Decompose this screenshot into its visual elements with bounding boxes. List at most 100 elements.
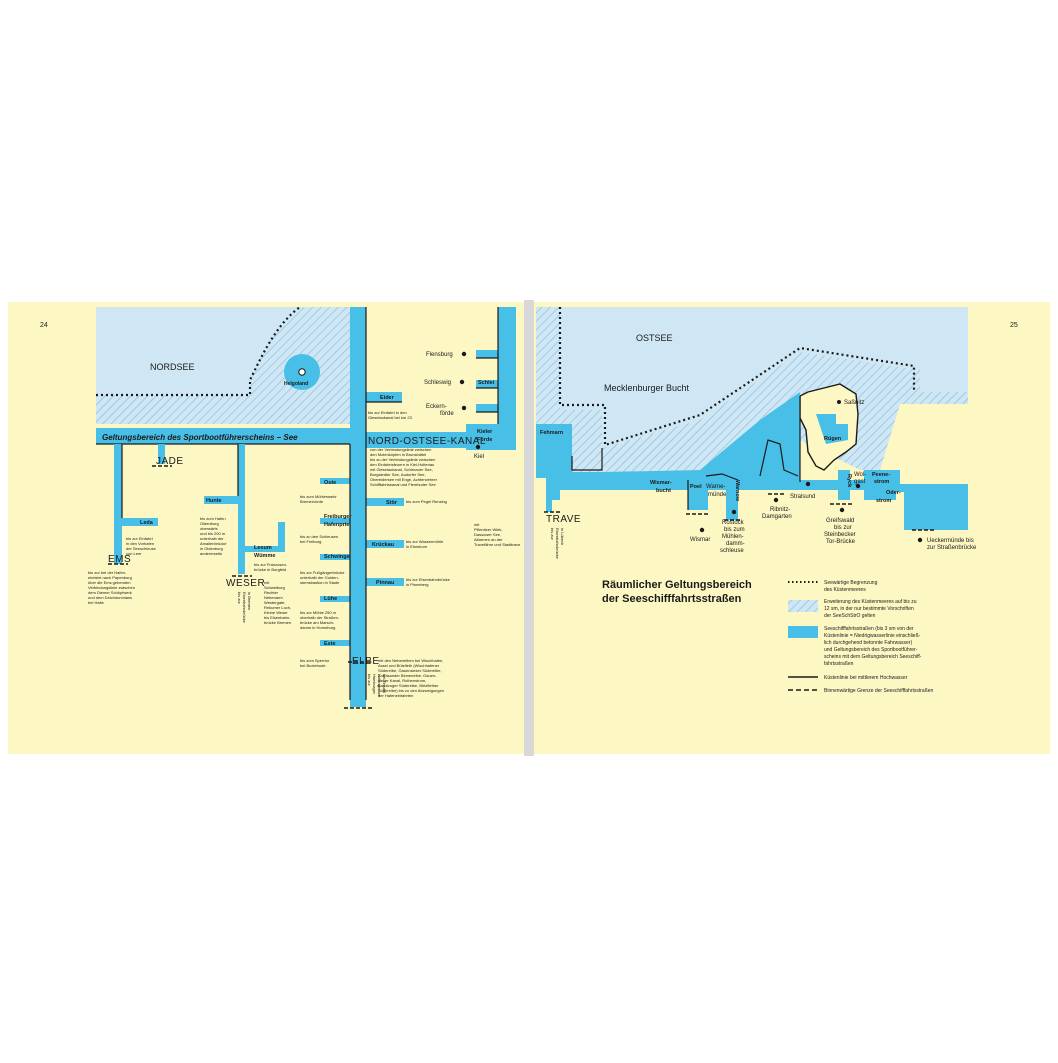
svg-text:den Einfahrtsfeuern in Kiel-Ho: den Einfahrtsfeuern in Kiel-Holtenau: [370, 462, 434, 467]
svg-text:bis zur Einfahrt: bis zur Einfahrt: [126, 536, 154, 541]
svg-text:scheins mit dem Geltungsbereic: scheins mit dem Geltungsbereich Seeschif…: [824, 654, 922, 660]
svg-text:den Molenköpfen in Brunsbüttel: den Molenköpfen in Brunsbüttel: [370, 452, 426, 457]
svg-text:Verbindungslinie zwischen: Verbindungslinie zwischen: [88, 585, 135, 590]
place-warnemuende-1: Warne-: [706, 484, 725, 490]
svg-text:Süderelbe) bis zu den Abzweigu: Süderelbe) bis zu den Abzweigungen: [378, 688, 444, 693]
svg-text:bis zur Franzosen-: bis zur Franzosen-: [254, 562, 288, 567]
right-waterways: [536, 392, 968, 530]
note-schwinge: bis zur Fußgängerbrücke unterhalb der Gu…: [300, 570, 345, 585]
banner-band: [96, 428, 366, 445]
place-kiel: Kiel: [474, 454, 484, 460]
left-waterways: [114, 307, 516, 707]
place-schleswig-dot: [459, 379, 465, 385]
svg-text:bei Buxtehude: bei Buxtehude: [300, 663, 326, 668]
note-oste: bis zum Mühlenwehr Bremervörde: [300, 494, 337, 504]
label-lesum-1: Lesum: [254, 545, 272, 551]
legend-item-territorial-limit: Seewärtige Begrenzung des Küstenmeeres: [788, 580, 878, 593]
river-nok: NORD-OSTSEE-KANAL: [368, 436, 486, 447]
page-number-left: 24: [40, 322, 48, 329]
svg-text:Bremervörde: Bremervörde: [300, 499, 324, 504]
svg-text:mit den Nebenelben bei Wischha: mit den Nebenelben bei Wischhafen,: [378, 658, 443, 663]
note-pinnau: bis zur Eisenbahnbrücke in Pinneberg: [406, 577, 451, 587]
svg-text:bei Tinsdal: bei Tinsdal: [382, 674, 387, 693]
svg-text:Borgstedter See, Audorfer See,: Borgstedter See, Audorfer See,: [370, 472, 426, 477]
svg-text:Schweiburg: Schweiburg: [264, 585, 285, 590]
note-freiburger: bis zu den Schleusen bei Freiburg: [300, 534, 338, 544]
svg-text:Dassower See,: Dassower See,: [474, 532, 501, 537]
svg-text:brücke am Marsch-: brücke am Marsch-: [300, 620, 335, 625]
svg-text:bis zu den Schleusen: bis zu den Schleusen: [300, 534, 338, 539]
label-stoer: Stör: [386, 500, 398, 506]
note-ems: bis zur bei der Hafen- einfahrt nach Pap…: [88, 570, 135, 605]
note-stoer: bis zum Pegel Rensing: [406, 499, 447, 504]
svg-text:oberhalb der Straßen-: oberhalb der Straßen-: [300, 615, 340, 620]
label-peenestrom-1: Peene-: [872, 472, 890, 478]
svg-text:in Lübeck: in Lübeck: [560, 528, 565, 545]
place-rostock: Rostock bis zum Mühlen- damm- schleuse: [720, 509, 745, 554]
left-inland-limits: [108, 465, 372, 709]
svg-text:Rekumer Loch,: Rekumer Loch,: [264, 605, 291, 610]
svg-text:und bis 200 m: und bis 200 m: [200, 531, 226, 536]
svg-text:in den Vorhafen: in den Vorhafen: [126, 541, 154, 546]
label-freiburger-2: Hafenpriel: [324, 522, 351, 528]
place-greifswald: Greifswald bis zur Steinbecker Tor-Brück…: [824, 507, 856, 545]
note-eider: bis zur Einfahrt in den Gieselaukanal be…: [368, 410, 413, 420]
svg-text:Greifswald: Greifswald: [826, 518, 854, 524]
note-elbe-side: mit den Nebenelben bei Wischhafen, Assel…: [378, 658, 444, 698]
north-sea-label: NORDSEE: [150, 362, 195, 372]
svg-text:sieker Kanal, Ruthenstrom,: sieker Kanal, Ruthenstrom,: [378, 678, 426, 683]
svg-text:Ryck: Ryck: [846, 474, 852, 488]
legend-item-waterway: Seeschifffahrtsstraßen (bis 3 sm von der…: [788, 626, 922, 667]
svg-text:des Küstenmeeres: des Küstenmeeres: [824, 587, 866, 593]
svg-text:der SeeSchStrO gelten: der SeeSchStrO gelten: [824, 613, 876, 619]
note-weser-side: mit Schweiburg Rechter Nebenarm Westerga…: [264, 580, 291, 625]
note-nok: von der Verbindungslinie zwischen den Mo…: [370, 447, 438, 487]
svg-text:Assel und Bützfleth (Wischhafe: Assel und Bützfleth (Wischhafener: [378, 663, 440, 668]
svg-text:Hafengrenze: Hafengrenze: [377, 674, 382, 698]
right-inland-limits: [544, 493, 936, 531]
label-kieler-2: Förde: [477, 437, 492, 443]
svg-text:Krautsander Binnenelbe, Gauen-: Krautsander Binnenelbe, Gauen-: [378, 673, 437, 678]
svg-text:in Pinneberg: in Pinneberg: [406, 582, 428, 587]
north-sea: [96, 306, 354, 424]
note-hunte: bis zum Hafen Oldenburg oberwärts und bi…: [200, 516, 227, 556]
river-weser: WESER: [226, 578, 265, 589]
svg-text:Küstenlinie bei mittlerem Hoch: Küstenlinie bei mittlerem Hochwasser: [824, 675, 908, 681]
place-eckernfoerde-1: Eckern-: [426, 404, 447, 410]
svg-text:lich durchgehend betonnte Fahr: lich durchgehend betonnte Fahrwasser): [824, 640, 912, 646]
sassnitz-dot: [837, 400, 841, 404]
svg-text:Tor-Brücke: Tor-Brücke: [826, 539, 856, 545]
svg-text:Seewärtige Begrenzung: Seewärtige Begrenzung: [824, 580, 878, 586]
helgoland-label: Helgoland: [284, 381, 308, 387]
label-leda: Leda: [140, 520, 154, 526]
svg-text:Barnkruger Süderelbe, Bützflet: Barnkruger Süderelbe, Bützflether: [378, 683, 439, 688]
svg-text:Oldenburg: Oldenburg: [200, 521, 219, 526]
note-kiel: mit Pillenitzer Wiek, Dassower See, Alta…: [474, 522, 521, 547]
svg-text:bis zum Hafen: bis zum Hafen: [200, 516, 226, 521]
note-kruekau: bis zur Wassermühle in Elmshorn: [406, 539, 444, 549]
river-trave: TRAVE: [546, 514, 581, 525]
svg-text:brücke Bremen: brücke Bremen: [264, 620, 291, 625]
label-hunte: Hunte: [206, 498, 222, 504]
svg-text:damm in Horneburg: damm in Horneburg: [300, 625, 335, 630]
svg-text:mit Gieselaukanal, Schirnauer: mit Gieselaukanal, Schirnauer See,: [370, 467, 433, 472]
place-flensburg: Flensburg: [426, 352, 453, 358]
label-warnow: Warnow: [734, 480, 740, 502]
svg-text:bis zur Eisenbahnbrücke: bis zur Eisenbahnbrücke: [406, 577, 451, 582]
book-gutter: [524, 300, 534, 756]
label-oste: Oste: [324, 480, 336, 486]
svg-text:der Hafeneinfahrten: der Hafeneinfahrten: [378, 693, 413, 698]
label-oderstrom-1: Oder-: [886, 490, 901, 496]
svg-text:Küstenlinie = Niedrigwasserlin: Küstenlinie = Niedrigwasserlinie einschl…: [824, 633, 921, 639]
svg-text:brücke in Borgfeld: brücke in Borgfeld: [254, 567, 286, 572]
svg-text:mit: mit: [474, 522, 480, 527]
page-number-right: 25: [1010, 322, 1018, 329]
place-ribnitz: Ribnitz- Damgarten: [762, 497, 792, 520]
svg-text:Eisenbahnbrücke: Eisenbahnbrücke: [242, 592, 247, 624]
label-freiburger-1: Freiburger: [324, 514, 352, 520]
svg-text:Warnow: Warnow: [734, 480, 740, 502]
svg-text:stemsbastion in Stade: stemsbastion in Stade: [300, 580, 340, 585]
place-wismar: Wismar: [690, 527, 710, 543]
place-eckernfoerde-2: förde: [440, 411, 454, 417]
